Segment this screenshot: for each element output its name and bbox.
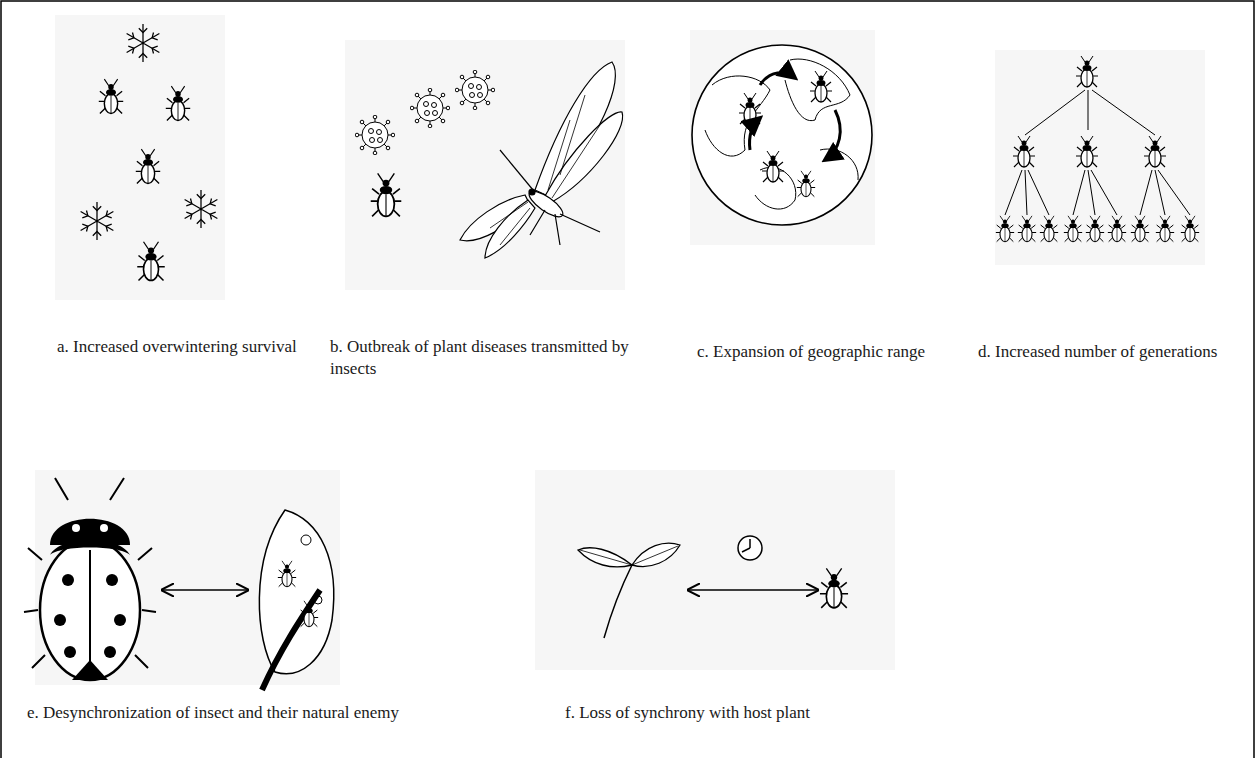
panel-caption: f. Loss of synchrony with host plant	[565, 702, 885, 724]
panel-caption: d. Increased number of generations	[978, 341, 1250, 363]
panel-caption: b. Outbreak of plant diseases transmitte…	[330, 336, 665, 380]
generation-tree	[996, 56, 1199, 242]
host-plant-figure	[578, 536, 848, 638]
panel-caption: e. Desynchronization of insect and their…	[27, 702, 447, 724]
panel-caption: c. Expansion of geographic range	[697, 341, 967, 363]
globe-figure	[692, 45, 872, 225]
disease-vector-figure	[355, 62, 622, 258]
natural-enemy-figure	[24, 478, 334, 690]
overwintering-figure	[81, 24, 218, 280]
panel-caption: a. Increased overwintering survival	[57, 336, 317, 358]
